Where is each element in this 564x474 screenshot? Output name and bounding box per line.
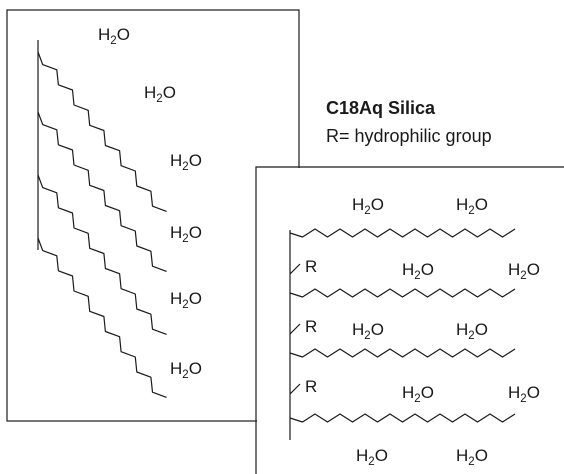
- water-label-right-9: H2O: [356, 446, 388, 468]
- water-label-right-7: H2O: [402, 383, 434, 405]
- left-water-labels: H2O H2O H2O H2O H2O H2O: [98, 25, 202, 381]
- water-label-left-4: H2O: [170, 223, 202, 245]
- right-chain-2: [289, 288, 516, 298]
- right-bonded-chains: [289, 228, 516, 423]
- r-group-label-3: R: [305, 377, 317, 396]
- water-label-right-6: H2O: [456, 320, 488, 342]
- water-label-right-2: H2O: [456, 195, 488, 217]
- r-group-bond-3: [289, 383, 301, 395]
- r-group-bond-2: [289, 323, 301, 335]
- c18aq-title: C18Aq Silica: [326, 98, 436, 118]
- c18-silica-panel: [6, 9, 300, 422]
- left-chain-2: [37, 111, 167, 272]
- water-label-right-8: H2O: [508, 383, 540, 405]
- r-group-label-1: R: [305, 257, 317, 276]
- c18aq-panel-fill: [257, 168, 564, 474]
- water-label-left-3: H2O: [170, 151, 202, 173]
- water-label-right-3: H2O: [402, 260, 434, 282]
- c18aq-silica-panel: [255, 166, 564, 474]
- water-label-left-1: H2O: [98, 25, 130, 47]
- left-chain-1: [37, 51, 167, 212]
- right-water-labels: H2O H2O H2O H2O H2O H2O H2O H2O H2O H2O: [352, 195, 540, 468]
- left-chain-3: [37, 174, 167, 335]
- left-bonded-chains: [37, 51, 167, 398]
- water-label-right-10: H2O: [456, 446, 488, 468]
- right-chain-3: [289, 348, 516, 358]
- water-label-right-1: H2O: [352, 195, 384, 217]
- c18aq-subtitle: R= hydrophilic group: [326, 126, 492, 146]
- water-label-right-5: H2O: [352, 320, 384, 342]
- water-label-left-2: H2O: [144, 83, 176, 105]
- right-chain-1: [289, 228, 516, 238]
- water-label-right-4: H2O: [508, 260, 540, 282]
- water-label-left-6: H2O: [170, 359, 202, 381]
- r-group-bond-1: [289, 263, 301, 275]
- right-chain-4: [289, 413, 516, 423]
- water-label-left-5: H2O: [170, 289, 202, 311]
- r-group-label-2: R: [305, 317, 317, 336]
- left-chain-4: [37, 237, 167, 398]
- right-hydrophilic-groups: R R R: [289, 257, 317, 396]
